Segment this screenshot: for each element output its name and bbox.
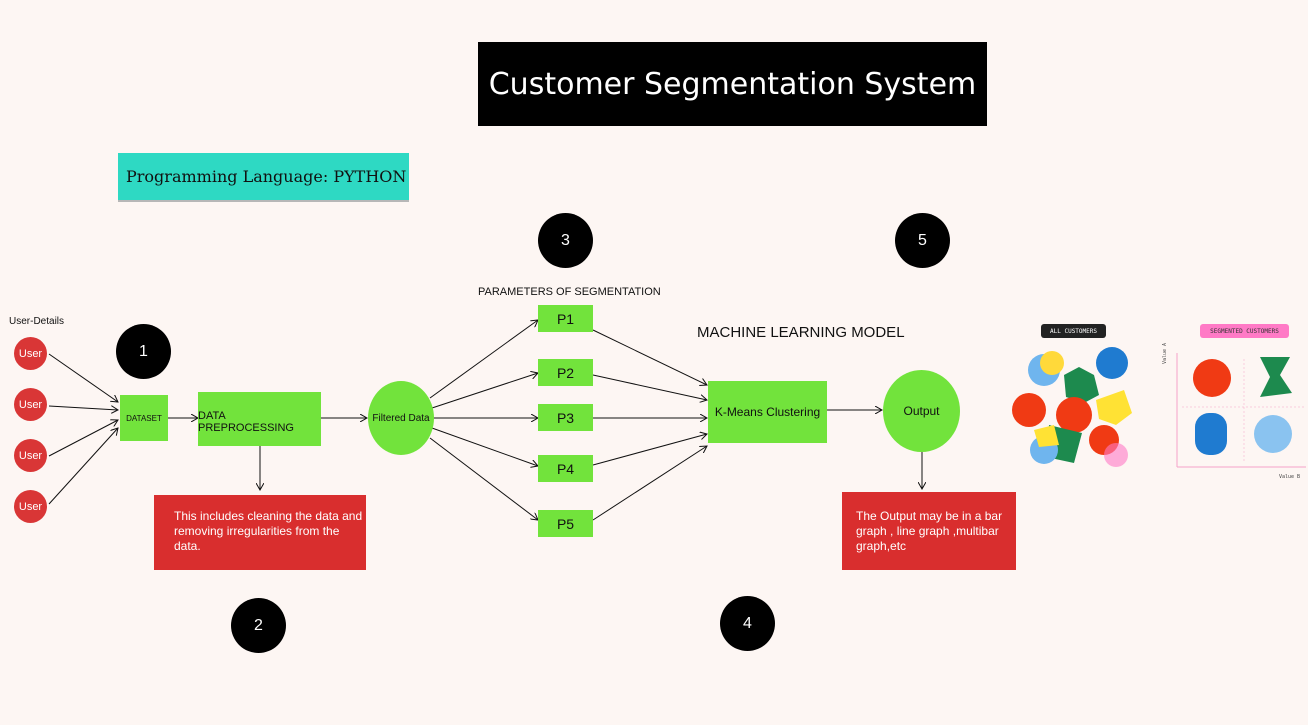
step-1-badge: 1 [116,324,171,379]
filtered-data-node: Filtered Data [368,381,434,455]
step-4-badge: 4 [720,596,775,651]
step-3-badge: 3 [538,213,593,268]
preprocessing-box: DATA PREPROCESSING [198,392,321,446]
arrow-p5-kmeans [592,446,707,521]
arrow-p1-kmeans [592,329,707,385]
arrow-filtered-p1 [429,320,538,399]
axis-x-label: Value B [1279,474,1301,480]
axis-y-label: Value A [1162,342,1168,364]
arrow-user1-dataset [48,353,118,402]
arrow-p4-kmeans [592,434,707,466]
all-customers-illustration [1012,347,1132,467]
param-p1: P1 [538,305,593,332]
step-2-badge: 2 [231,598,286,653]
kmeans-box: K-Means Clustering [708,381,827,443]
param-p5: P5 [538,510,593,537]
user-details-label: User-Details [9,316,65,327]
user-node-1: User [14,337,47,370]
ml-model-title: MACHINE LEARNING MODEL [697,324,905,341]
param-p4: P4 [538,455,593,482]
arrow-user3-dataset [48,420,118,457]
parameters-title: PARAMETERS OF SEGMENTATION [478,286,661,298]
step-5-badge: 5 [895,213,950,268]
output-note: The Output may be in a bar graph , line … [842,492,1016,570]
page-title: Customer Segmentation System [478,42,987,126]
arrow-filtered-p2 [431,373,538,409]
param-p3: P3 [538,404,593,431]
dataset-box: DATASET [120,395,168,441]
arrow-user4-dataset [48,428,118,505]
user-node-3: User [14,439,47,472]
param-p2: P2 [538,359,593,386]
arrow-filtered-p4 [431,427,538,466]
segmented-customers-illustration [1176,353,1306,468]
arrow-filtered-p5 [429,437,538,520]
segmented-customers-label: SEGMENTED CUSTOMERS [1200,324,1289,338]
arrow-user2-dataset [48,405,118,410]
all-customers-label: ALL CUSTOMERS [1041,324,1106,338]
language-label: Programming Language: PYTHON [118,153,409,200]
user-node-2: User [14,388,47,421]
arrow-p2-kmeans [592,374,707,400]
preprocessing-note: This includes cleaning the data and remo… [154,495,366,570]
output-node: Output [883,370,960,452]
user-node-4: User [14,490,47,523]
